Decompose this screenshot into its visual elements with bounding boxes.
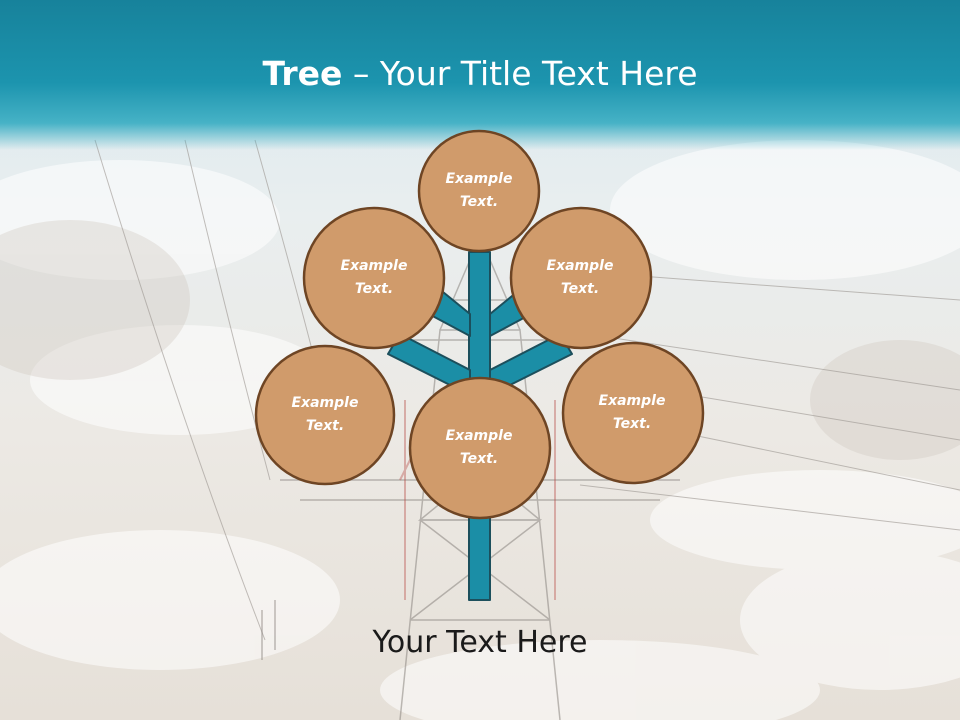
caption-text: Your Text Here [372, 625, 588, 660]
circle-lower-right [561, 341, 705, 485]
tree-circles [254, 129, 705, 520]
title-text: Your Title Text Here [379, 54, 698, 93]
clouds [0, 140, 960, 720]
title-separator: – [342, 54, 380, 93]
circle-lower-left [254, 344, 396, 486]
circle-center [408, 376, 552, 520]
slide-title: Tree – Your Title Text Here [0, 52, 960, 96]
title-bold: Tree [262, 54, 343, 93]
title-bar [0, 0, 960, 150]
circle-upper-right [509, 206, 653, 350]
circle-upper-left [302, 206, 446, 350]
cloud-shadows [0, 220, 960, 460]
circle-top [417, 129, 541, 253]
